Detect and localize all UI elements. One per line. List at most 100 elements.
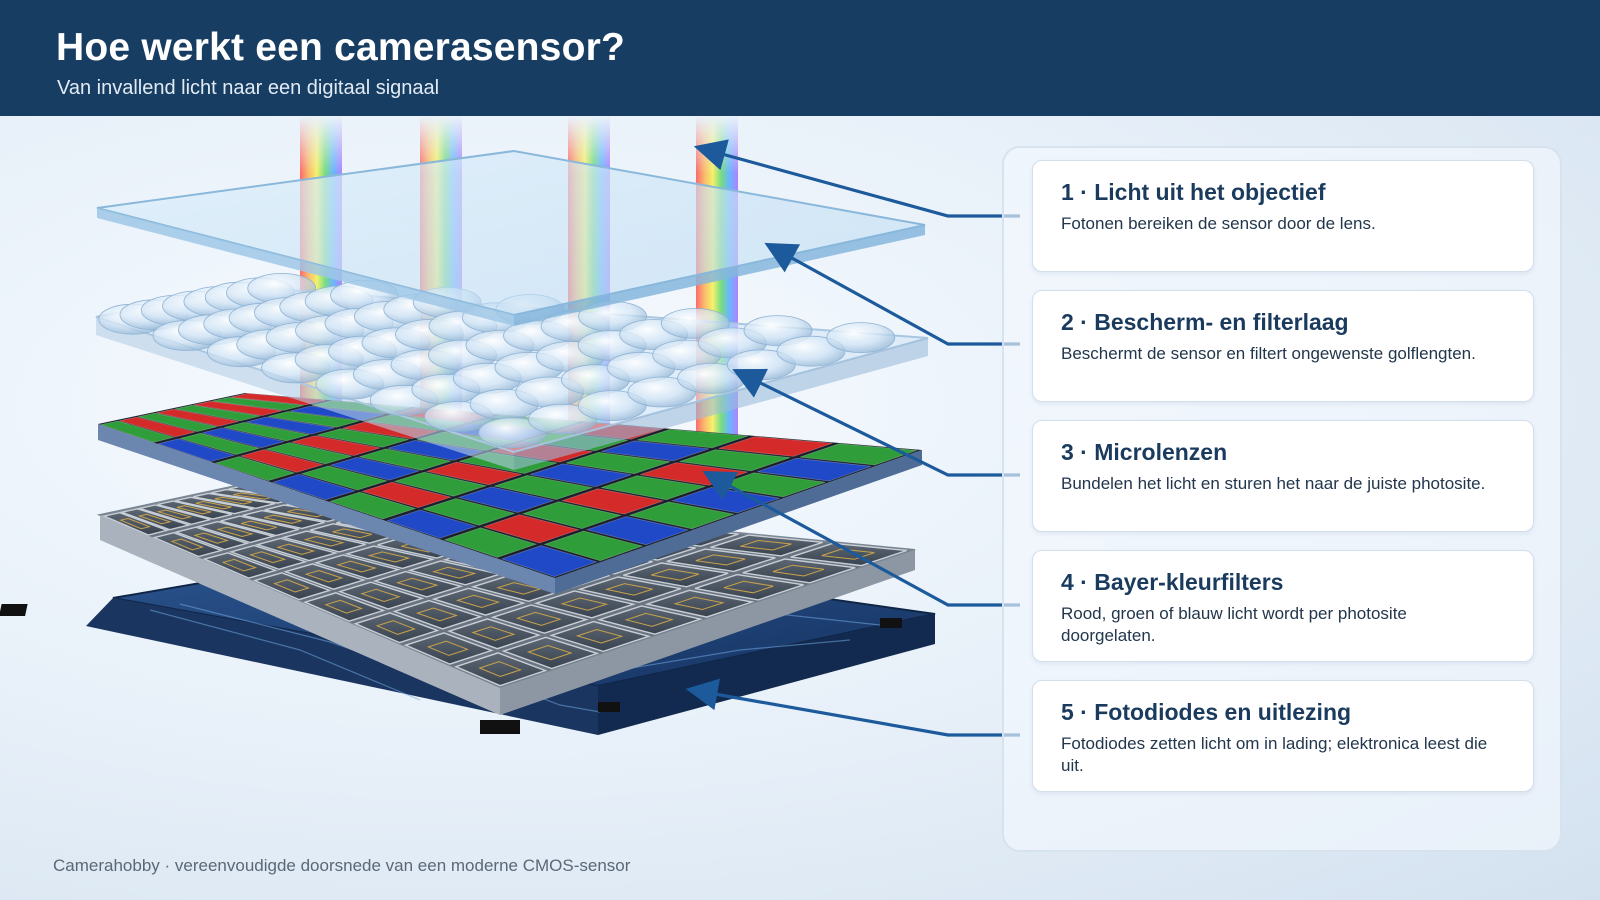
photodiode-cell [533,590,637,619]
photodiode-trace [276,543,316,555]
bayer-cell [585,516,690,546]
photodiode-cell [596,605,704,635]
bayer-filter-layer [98,392,922,594]
photodiode-trace [455,594,501,609]
bayer-cell [178,432,261,456]
bayer-cell [271,473,357,501]
photodiode-trace [304,569,344,583]
photodiode-trace [170,538,205,551]
bayer-cell [482,514,580,544]
bayer-cell [543,530,644,562]
photodiode-cell [195,520,276,544]
photodiode-cell [242,509,325,530]
photodiode-cell [280,530,366,553]
bayer-cell [156,408,239,427]
photodiode-trace [560,597,609,611]
photodiode-trace [367,551,411,563]
bayer-cell [239,449,325,473]
photodiode-trace [221,558,257,572]
bayer-cell [138,412,218,433]
bayer-cell [202,427,285,449]
bayer-cell [393,471,488,497]
bayer-cell [529,463,632,488]
photodiode-cell [174,496,254,515]
bayer-cell [291,435,381,457]
photodiode-cell [431,587,526,616]
photodiode-trace [426,640,469,656]
bayer-cell [500,545,598,578]
layer-card-description: Beschermt de sensor en filtert ongewenst… [1061,344,1476,363]
layer-card-title: 3 · Microlenzen [1061,439,1228,465]
header-bar: Hoe werkt een camerasensor? Van invallen… [0,0,1600,116]
photodiode-trace [264,514,302,524]
layer-card-5: 5 · Fotodiodes en uitlezing Fotodiodes z… [1032,680,1534,792]
layer-card-description: Rood, groen of blauw licht wordt per pho… [1061,604,1407,645]
layer-card-title: 5 · Fotodiodes en uitlezing [1061,699,1352,725]
bayer-cell [421,498,517,526]
photodiode-cell [353,612,440,644]
photodiode-trace [195,500,232,510]
photodiode-cell [313,554,401,580]
bayer-cell [246,416,335,435]
bayer-cell [443,527,538,558]
photodiode-trace [324,599,363,614]
photodiode-cell [337,581,425,610]
bayer-cell [360,481,453,509]
bayer-cell [316,428,409,448]
photodiode-trace [360,588,401,603]
bayer-cell [425,461,522,486]
photodiode-trace [471,626,516,641]
bayer-cell [212,396,304,411]
bayer-cell [521,501,623,530]
photodiode-cell [254,537,339,562]
bayer-cell [175,404,261,422]
photodiode-cell [403,632,494,665]
photodiode-cell [490,604,589,634]
photodiode-trace [431,566,477,579]
photodiode-cell [501,636,600,670]
page-subtitle: Van invallend licht naar een digitaal si… [57,77,440,99]
photodiode-cell [303,592,386,622]
photodiode-cell [283,563,367,590]
photodiode-trace [137,513,172,525]
photodiode-trace [575,628,624,644]
bayer-cell [560,488,665,515]
photodiode-trace [303,535,345,547]
bayer-cell [386,509,478,539]
photodiode-cell [192,492,276,510]
footer-caption: Camerahobby · vereenvoudigde doorsnede v… [53,856,631,875]
bayer-cell [193,400,283,417]
layer-card-2: 2 · Bescherm- en filterlaag Beschermt de… [1032,290,1534,402]
layer-card-3: 3 · Microlenzen Bundelen het licht en st… [1032,420,1534,532]
photodiode-cell [392,599,483,630]
bayer-cell [328,491,417,520]
bayer-cell [224,421,310,442]
photodiode-trace [248,551,287,564]
layer-card-title: 4 · Bayer-kleurfilters [1061,569,1284,595]
bayer-cell [359,448,452,471]
layer-card-title: 1 · Licht uit het objectief [1061,179,1326,205]
photodiode-trace [193,532,229,544]
photodiode-cell [453,652,548,687]
photodiode-cell [152,531,224,558]
bayer-cell [156,438,236,462]
page-title: Hoe werkt een camerasensor? [56,26,625,69]
bayer-cell [457,486,556,513]
photodiode-trace [118,517,152,530]
photodiode-cell [252,572,332,601]
layer-card-4: 4 · Bayer-kleurfilters Rood, groen of bl… [1032,550,1534,662]
bayer-cell [214,456,296,482]
photodiode-cell [549,620,652,653]
photodiode-trace [214,496,253,505]
photodiode-trace [332,528,372,539]
layer-card-description: Bundelen het licht en sturen het naar de… [1061,474,1486,493]
photodiode-cell [577,576,682,604]
layer-card-title: 2 · Bescherm- en filterlaag [1061,309,1349,335]
photodiode-trace [478,661,522,678]
photodiode-trace [156,509,193,520]
photodiode-cell [136,504,211,526]
photodiode-cell [157,500,233,520]
photodiode-trace [526,644,573,661]
photodiode-cell [228,544,308,571]
photodiode-trace [336,560,378,573]
